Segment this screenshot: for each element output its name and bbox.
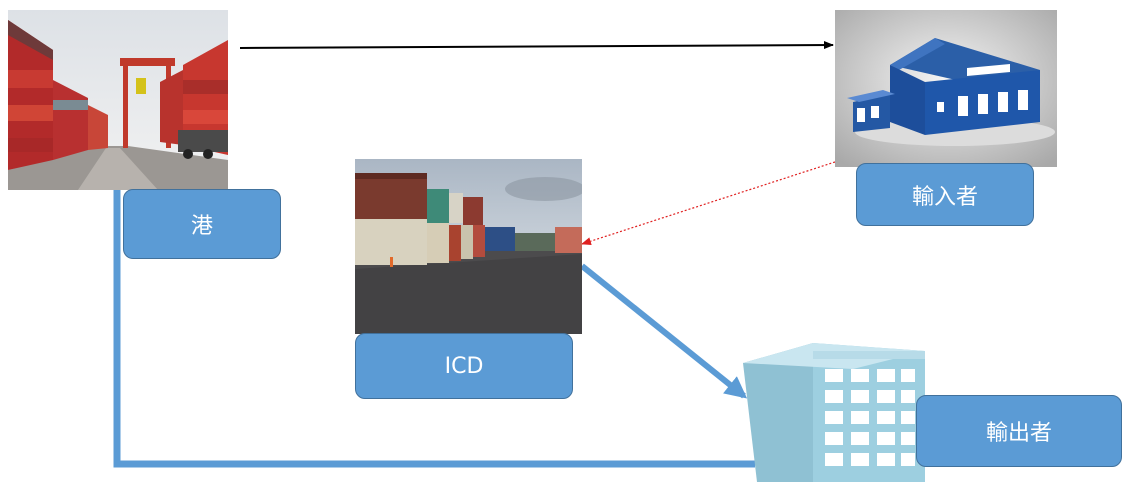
exporter-label-text: 輸出者 — [985, 421, 1052, 446]
arrow-port-to-importer — [239, 41, 834, 50]
importer-warehouse-icon — [835, 10, 1057, 167]
line-port-to-exporter — [113, 190, 755, 468]
port-label: 港 — [123, 189, 281, 259]
arrow-importer-to-icd — [581, 161, 836, 246]
importer-label: 輸入者 — [856, 163, 1034, 226]
arrow-icd-to-exporter — [580, 263, 748, 399]
icd-photo — [355, 159, 582, 334]
importer-label-text: 輸入者 — [911, 184, 978, 210]
exporter-building-icon — [733, 343, 933, 482]
port-photo — [8, 10, 228, 190]
icd-label: ICD — [355, 333, 573, 399]
icd-label-text: ICD — [444, 353, 484, 379]
exporter-label: 輸出者 — [916, 395, 1122, 467]
port-label-text: 港 — [190, 214, 213, 239]
